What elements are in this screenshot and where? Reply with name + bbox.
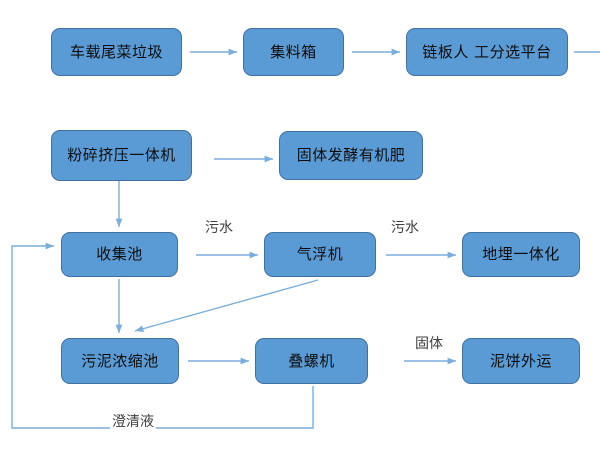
node-mud-cake-transport-out[interactable]: 泥饼外运 — [462, 338, 580, 384]
node-collection-bin[interactable]: 集料箱 — [243, 28, 344, 76]
node-chain-plate-manual-sorting-platform[interactable]: 链板人 工分选平台 — [406, 28, 568, 76]
node-label: 集料箱 — [270, 42, 317, 61]
edge-label-wastewater-2: 污水 — [389, 220, 421, 236]
connector-c12 — [11, 242, 314, 429]
node-stacked-screw-press[interactable]: 叠螺机 — [255, 338, 368, 384]
edge-label-wastewater-1: 污水 — [203, 220, 235, 236]
node-buried-integrated-unit[interactable]: 地埋一体化 — [462, 232, 580, 277]
node-label: 叠螺机 — [288, 351, 335, 370]
node-air-flotation-machine[interactable]: 气浮机 — [264, 232, 376, 277]
node-label: 污泥浓缩池 — [81, 351, 159, 370]
node-sludge-thickening-tank[interactable]: 污泥浓缩池 — [61, 338, 179, 384]
connector-c9 — [134, 279, 319, 332]
node-solid-fermentation-organic-fertilizer[interactable]: 固体发酵有机肥 — [279, 131, 423, 180]
node-label: 地埋一体化 — [482, 245, 560, 263]
edge-label-solid: 固体 — [413, 336, 445, 352]
node-label: 固体发酵有机肥 — [296, 146, 406, 164]
node-car-tail-vegetable-waste[interactable]: 车载尾菜垃圾 — [51, 28, 182, 76]
node-label: 收集池 — [96, 245, 143, 263]
node-label: 气浮机 — [296, 245, 344, 263]
node-label: 泥饼外运 — [489, 351, 552, 370]
edge-label-clarified-liquid: 澄清液 — [110, 414, 156, 430]
node-label: 车载尾菜垃圾 — [69, 42, 163, 61]
node-label: 粉碎挤压一体机 — [67, 146, 176, 164]
node-crushing-extrusion-machine[interactable]: 粉碎挤压一体机 — [51, 130, 192, 181]
node-collection-tank[interactable]: 收集池 — [61, 232, 178, 277]
node-label: 链板人 工分选平台 — [422, 42, 552, 61]
